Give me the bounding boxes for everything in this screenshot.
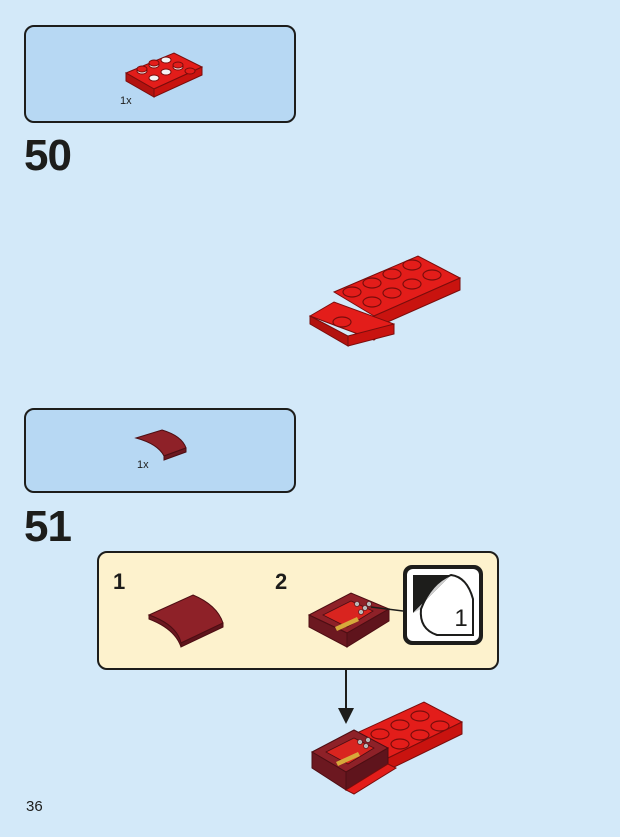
callout-box: 1 [403,565,483,645]
step-number-51: 51 [24,502,72,551]
printed-slope-substep-2 [307,592,404,648]
part-quantity: 1x [137,459,149,471]
callout-corner-icon [413,573,474,636]
curved-slope-substep-1 [147,594,224,648]
page-number: 36 [26,798,43,815]
step-50-assembly [308,255,462,347]
step-51-assembly [310,701,464,795]
parts-box-step-50: 1x [24,25,296,123]
part-quantity: 1x [120,95,132,107]
substep-number-1: 1 [113,569,126,594]
red-plate-2x4-part [124,52,204,98]
assembly-arrow [338,670,354,724]
callout-count: 1 [454,605,468,632]
step-number-50: 50 [24,131,72,180]
callout-inner: 1 [407,569,479,641]
substep-box: 1 2 1 [97,551,499,670]
parts-box-step-51: 1x [24,408,296,493]
substep-number-2: 2 [275,569,288,594]
dark-red-curved-slope-part [134,429,187,461]
